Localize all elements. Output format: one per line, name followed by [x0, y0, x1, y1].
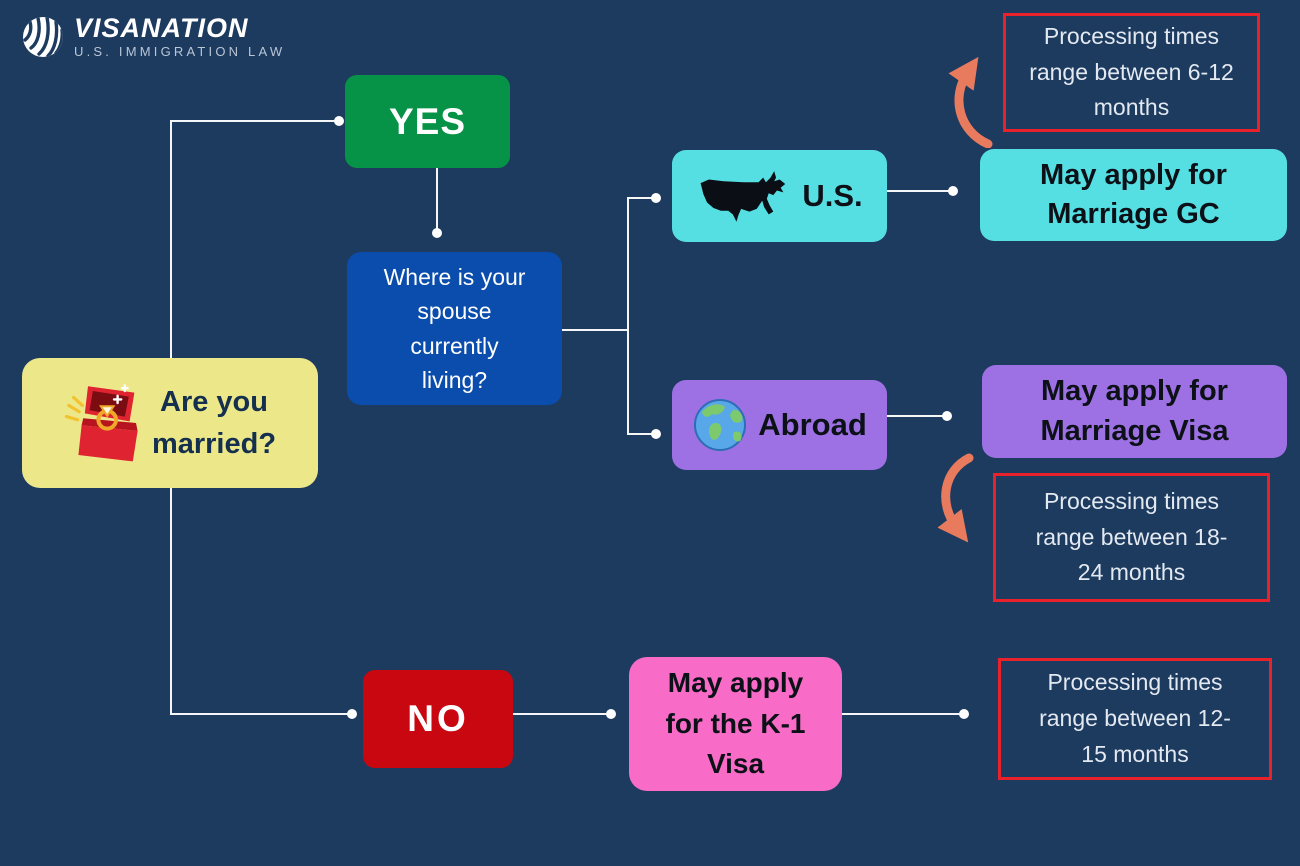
node-yes: YES — [345, 75, 510, 168]
node-label: Are you married? — [151, 385, 277, 460]
connector-dot — [606, 709, 616, 719]
brand-tagline: U.S. IMMIGRATION LAW — [74, 44, 286, 59]
brand-name: VISANATION — [74, 13, 249, 43]
earth-globe-icon — [694, 399, 747, 451]
callout-processing-visa: Processing times range between 18- 24 mo… — [993, 473, 1270, 602]
ring-box-icon — [64, 384, 138, 462]
connector-line — [513, 713, 611, 715]
connector-line — [562, 329, 629, 331]
connector-line — [170, 121, 172, 358]
node-label: U.S. — [802, 178, 863, 213]
node-us: U.S. — [672, 150, 887, 242]
node-marriage-visa: May apply for Marriage Visa — [982, 365, 1287, 458]
callout-processing-k1: Processing times range between 12- 15 mo… — [998, 658, 1272, 780]
logo-text: VISANATION U.S. IMMIGRATION LAW — [74, 13, 286, 59]
node-marriage-gc: May apply for Marriage GC — [980, 149, 1287, 241]
connector-line — [436, 168, 438, 232]
connector-line — [627, 197, 629, 435]
curved-arrow-up-icon — [948, 56, 993, 148]
connector-dot — [347, 709, 357, 719]
node-abroad: Abroad — [672, 380, 887, 470]
connector-dot — [334, 116, 344, 126]
node-are-you-married: Are you married? — [22, 358, 318, 488]
node-no: NO — [363, 670, 513, 768]
node-k1-visa: May apply for the K-1 Visa — [629, 657, 842, 791]
connector-line — [170, 713, 352, 715]
callout-processing-gc: Processing times range between 6-12 mont… — [1003, 13, 1260, 132]
connector-line — [887, 415, 947, 417]
connector-line — [627, 433, 655, 435]
connector-line — [887, 190, 953, 192]
us-map-icon — [700, 171, 786, 222]
connector-line — [627, 197, 655, 199]
node-spouse-living: Where is your spouse currently living? — [347, 252, 562, 405]
connector-line — [170, 120, 338, 122]
connector-dot — [432, 228, 442, 238]
connector-dot — [942, 411, 952, 421]
visanation-logo: VISANATION U.S. IMMIGRATION LAW — [22, 15, 285, 58]
globe-stripes-icon — [23, 16, 63, 57]
connector-line — [842, 713, 964, 715]
connector-dot — [651, 193, 661, 203]
node-label: Abroad — [758, 407, 867, 442]
curved-arrow-down-icon — [937, 453, 974, 543]
connector-dot — [959, 709, 969, 719]
connector-dot — [948, 186, 958, 196]
connector-dot — [651, 429, 661, 439]
connector-line — [170, 488, 172, 715]
